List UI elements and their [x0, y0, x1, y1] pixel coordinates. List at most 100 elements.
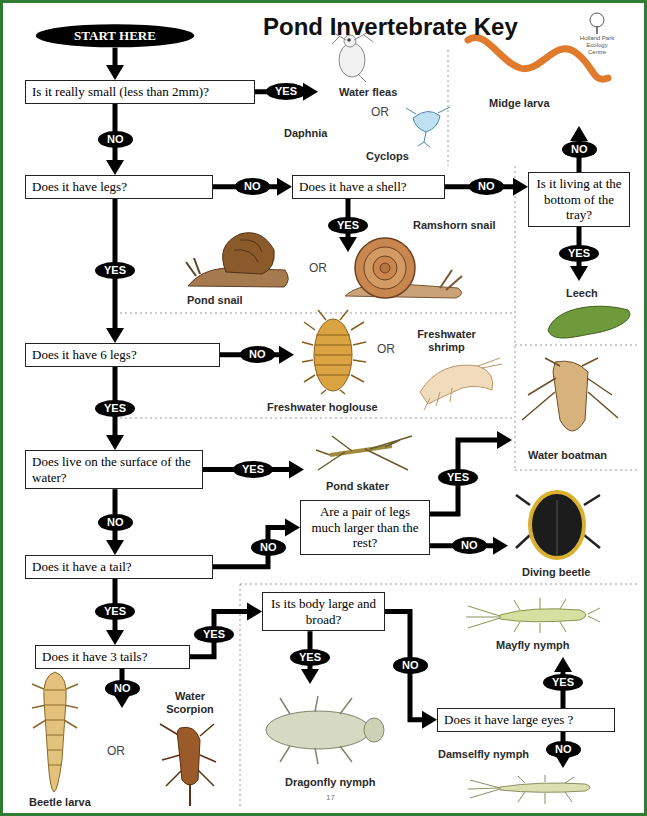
- oval-fill: [36, 24, 194, 47]
- divider-lines-part: [240, 584, 241, 808]
- ramshorn-snail-drawing-part: [355, 238, 415, 298]
- pond-snail-drawing-part: [223, 233, 275, 274]
- answer-pill: NO: [469, 178, 504, 195]
- divider-lines: [120, 50, 638, 808]
- arrow-head: [277, 178, 292, 196]
- animal-label: Damselfly nymph: [438, 748, 529, 761]
- beetle-larva-drawing: [32, 672, 78, 792]
- water-scorpion-drawing-part: [189, 784, 191, 806]
- beetle-larva-drawing-part: [44, 672, 67, 792]
- question-box: Is it living at the bottom of the tray?: [528, 172, 630, 227]
- answer-arrow: [430, 431, 512, 514]
- arrow-head: [422, 711, 437, 729]
- animal-label: Holland Park Ecology Centre: [578, 35, 616, 56]
- question-box: Are a pair of legs much larger than the …: [300, 500, 430, 555]
- pond-snail-drawing: [186, 233, 288, 287]
- question-box: Does it have a shell?: [292, 175, 445, 199]
- answer-pill: YES: [290, 649, 330, 666]
- node-text: Does it have a shell?: [299, 179, 438, 195]
- beetle-larva-drawing-part: [45, 690, 65, 765]
- divider-lines-part: [240, 584, 638, 585]
- water-scorpion-drawing-part: [160, 724, 216, 786]
- animal-label: Freshwater shrimp: [409, 328, 484, 353]
- animal-label: OR: [377, 343, 395, 357]
- question-box: Does it have legs?: [25, 175, 213, 199]
- pond-skater-drawing-part: [316, 436, 412, 470]
- arrow-line: [190, 612, 249, 657]
- node-text: START HERE: [45, 28, 185, 44]
- node-text: Is it really small (less than 2mm)?: [32, 84, 248, 100]
- question-box: Is its body large and broad?: [262, 592, 385, 631]
- answer-arrow: [220, 346, 294, 364]
- animal-label: 17: [326, 793, 335, 802]
- arrow-line: [430, 440, 499, 514]
- question-box: Does it have 6 legs?: [25, 343, 220, 367]
- animal-label: Ramshorn snail: [413, 219, 496, 232]
- answer-pill: NO: [235, 178, 270, 195]
- arrow-head: [106, 328, 124, 343]
- answer-pill: NO: [393, 657, 428, 674]
- hoglouse-drawing-part: [302, 310, 366, 394]
- node-text: Are a pair of legs much larger than the …: [307, 504, 423, 551]
- answer-pill: NO: [105, 680, 140, 697]
- answer-pill: NO: [562, 141, 597, 158]
- question-box: Does live on the surface of the water?: [25, 450, 203, 489]
- divider-lines-part: [515, 470, 638, 471]
- node-text: Is its body large and broad?: [269, 596, 378, 627]
- node-text: Does it have large eyes ?: [444, 712, 608, 728]
- question-box: Does it have large eyes ?: [437, 708, 615, 732]
- question-box: Does it have 3 tails?: [35, 645, 190, 669]
- arrow-head: [301, 669, 319, 684]
- node-text: Does it have 6 legs?: [32, 347, 213, 363]
- arrow-head: [279, 346, 294, 364]
- dragonfly-nymph-drawing-part: [364, 718, 384, 742]
- arrow-head: [570, 126, 588, 141]
- dragonfly-nymph-drawing: [266, 696, 384, 764]
- answer-pill: NO: [546, 741, 581, 758]
- diving-beetle-drawing: [516, 492, 600, 558]
- answer-pill: NO: [98, 131, 133, 148]
- animal-label: Pond skater: [326, 480, 389, 493]
- hoglouse-drawing-part: [315, 335, 351, 375]
- hoglouse-drawing: [302, 310, 366, 394]
- hoglouse-drawing-part: [314, 319, 352, 391]
- node-text: Does it have legs?: [32, 179, 206, 195]
- answer-pill: YES: [95, 262, 135, 279]
- leech-drawing: [548, 306, 630, 338]
- divider-lines-part: [120, 418, 515, 419]
- mayfly-nymph-drawing-part: [466, 598, 600, 633]
- flow-arrow: [385, 612, 437, 729]
- flow-arrow: [190, 603, 262, 657]
- animal-label: Water boatman: [528, 449, 607, 462]
- answer-pill: NO: [240, 346, 275, 363]
- arrow-head: [513, 178, 528, 196]
- answer-pill: YES: [233, 461, 273, 478]
- logo-tree: [590, 13, 604, 34]
- arrow-line: [113, 48, 118, 67]
- arrow-head: [106, 435, 124, 450]
- arrow-head: [285, 518, 300, 536]
- animal-label: Midge larva: [489, 97, 550, 110]
- node-text: Does live on the surface of the water?: [32, 454, 196, 485]
- arrow-line: [213, 527, 287, 566]
- arrow-head: [289, 461, 304, 479]
- animal-label: Leech: [566, 287, 598, 300]
- daphnia-drawing-part: [358, 74, 366, 82]
- arrow-head: [570, 266, 588, 281]
- animal-label: Beetle larva: [29, 796, 91, 809]
- answer-arrow: [255, 83, 318, 101]
- dragonfly-nymph-drawing-part: [280, 696, 352, 764]
- cyclops-drawing-part: [413, 111, 440, 132]
- arrow-head: [106, 65, 124, 80]
- animal-label: Water Scorpion: [159, 690, 221, 715]
- flow-arrow: [213, 518, 300, 566]
- arrow-head: [339, 237, 357, 252]
- answer-pill: YES: [95, 400, 135, 417]
- arrow-head: [106, 630, 124, 645]
- answer-pill: YES: [543, 674, 583, 691]
- start-oval: START HERE: [35, 24, 195, 48]
- arrow-head: [493, 537, 508, 555]
- dragonfly-nymph-drawing-part: [266, 711, 370, 749]
- mayfly-nymph-drawing-part: [500, 609, 586, 622]
- divider-lines-part: [515, 345, 638, 346]
